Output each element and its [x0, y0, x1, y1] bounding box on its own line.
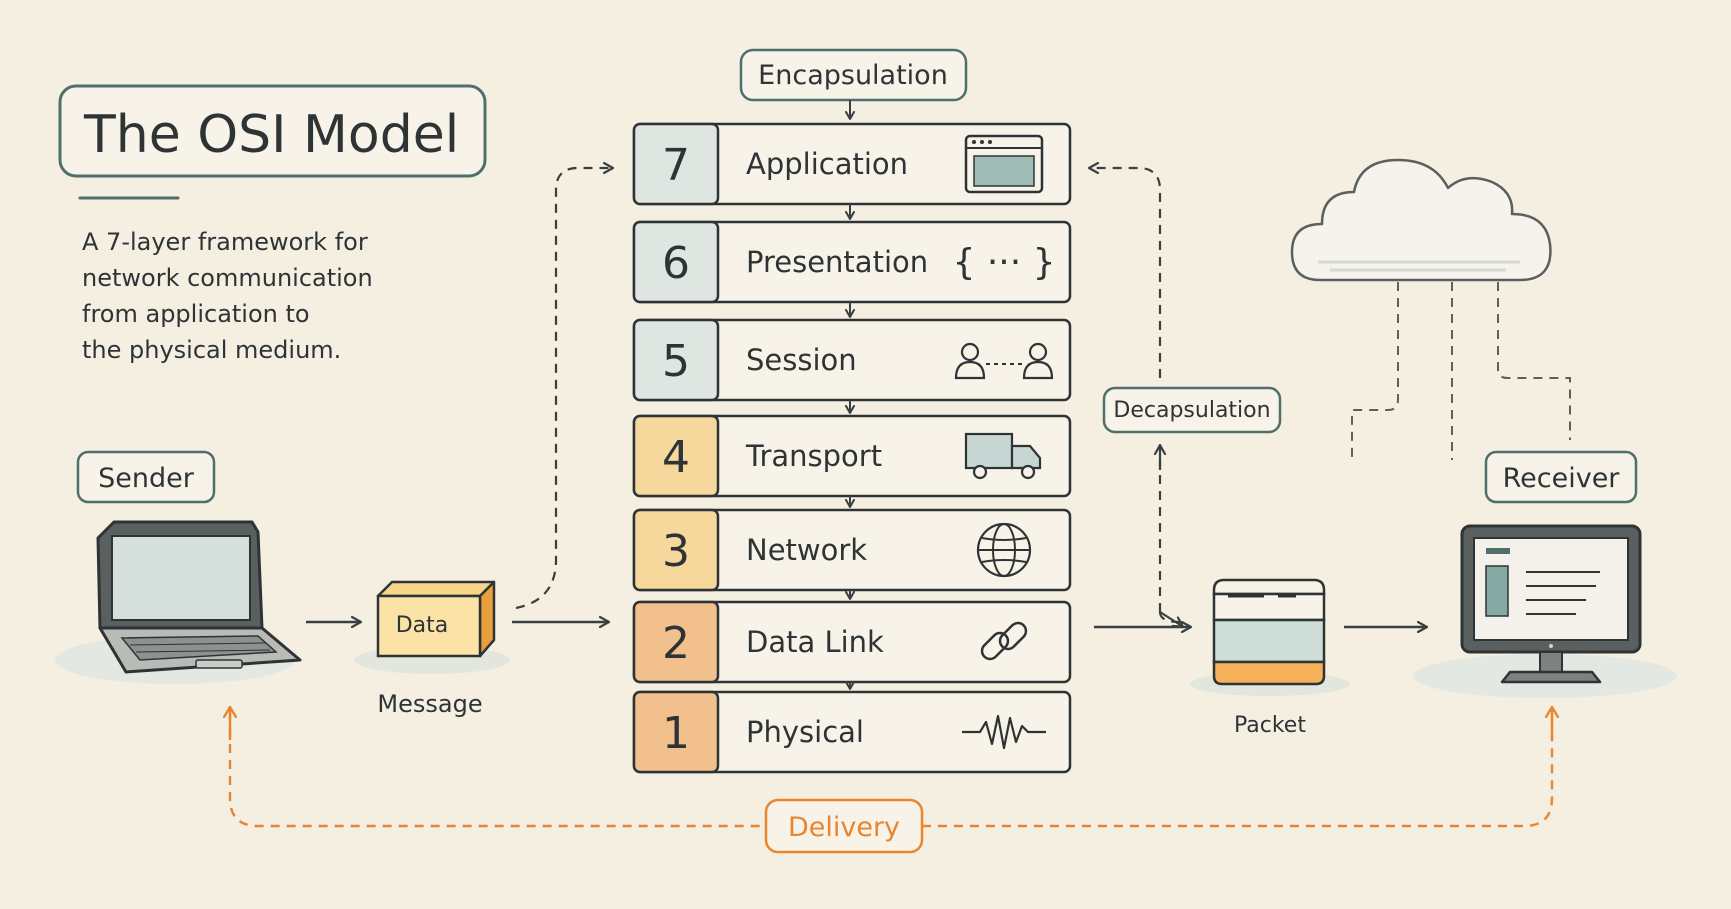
waveform-icon [962, 714, 1046, 750]
decapsulation-text: Decapsulation [1113, 398, 1270, 423]
layer-number: 4 [662, 432, 690, 483]
receiver-label: Receiver [1484, 450, 1638, 504]
layer-name: Transport [745, 439, 882, 473]
layer-row-5: 5 Session [632, 318, 1072, 402]
laptop-icon [55, 520, 302, 684]
layer-name: Physical [746, 715, 864, 749]
message-caption: Message [377, 690, 482, 718]
encapsulation-text: Encapsulation [758, 60, 948, 91]
description-line-2: network communication [82, 264, 373, 292]
layer-number: 7 [662, 140, 690, 191]
encapsulation-label: Encapsulation [739, 48, 968, 102]
layer-number-cell [632, 690, 720, 774]
description-line-1: A 7-layer framework for [82, 228, 368, 256]
monitor-icon [1413, 524, 1677, 698]
receiver-text: Receiver [1503, 463, 1621, 494]
title-frame [58, 84, 487, 178]
cloud-icon [1290, 158, 1571, 460]
sender-text: Sender [98, 463, 195, 494]
delivery-text: Delivery [788, 812, 900, 843]
layer-row-6: 6 Presentation { ··· } [632, 220, 1072, 304]
title-block: The OSI Model A 7-layer framework for ne… [58, 84, 487, 364]
truck-icon [964, 432, 1042, 480]
layer-number-cell [632, 318, 720, 402]
decapsulation-stem [1158, 448, 1181, 624]
layer-name: Network [746, 533, 867, 567]
two-users-icon [954, 342, 1054, 380]
layer-number-cell [632, 122, 720, 206]
layer-number: 6 [662, 238, 690, 289]
description-line-3: from application to [82, 300, 310, 328]
layer-number: 5 [662, 336, 690, 387]
decapsulation-up-arrow [1090, 168, 1162, 378]
layer-stack: 7 Application 6 Presentation { ··· } 5 Session… [632, 122, 1072, 774]
page-title: The OSI Model [83, 105, 459, 165]
layer-number-cell [632, 220, 720, 304]
layer-row-2: 2 Data Link [632, 600, 1072, 684]
layer-number: 2 [662, 618, 690, 669]
globe-icon [976, 522, 1032, 578]
layer-number-cell [632, 508, 720, 592]
packet-stack-icon [1190, 578, 1350, 696]
layer-name: Presentation [746, 245, 928, 279]
data-box-icon: Data [354, 580, 510, 674]
delivery-left-path [228, 712, 766, 828]
sender-label: Sender [76, 450, 216, 504]
svg-text:{ ··· }: { ··· } [952, 242, 1055, 283]
layer-number: 1 [662, 708, 690, 759]
curly-braces-icon: { ··· } [952, 242, 1055, 283]
packet-caption: Packet [1234, 713, 1306, 738]
decap-to-packet-arrow [1159, 611, 1182, 626]
description-line-4: the physical medium. [82, 336, 341, 364]
layer-number: 3 [662, 526, 690, 577]
browser-window-icon [964, 134, 1044, 194]
decapsulation-label: Decapsulation [1102, 386, 1282, 434]
layer-name: Application [746, 147, 908, 181]
delivery-right-path [922, 716, 1554, 828]
chain-link-icon [980, 621, 1028, 661]
layer-name: Session [746, 343, 857, 377]
layer-name: Data Link [746, 625, 884, 659]
layer-row-7: 7 Application [632, 122, 1072, 206]
layer-number-cell [632, 414, 720, 498]
data-box-text: Data [396, 613, 449, 638]
layer-row-3: 3 Network [632, 508, 1072, 592]
layer-row-1: 1 Physical [632, 690, 1072, 774]
encapsulation-path-arrow [515, 168, 612, 610]
delivery-label: Delivery [764, 798, 924, 854]
layer-row-4: 4 Transport [632, 414, 1072, 498]
layer-number-cell [632, 600, 720, 684]
